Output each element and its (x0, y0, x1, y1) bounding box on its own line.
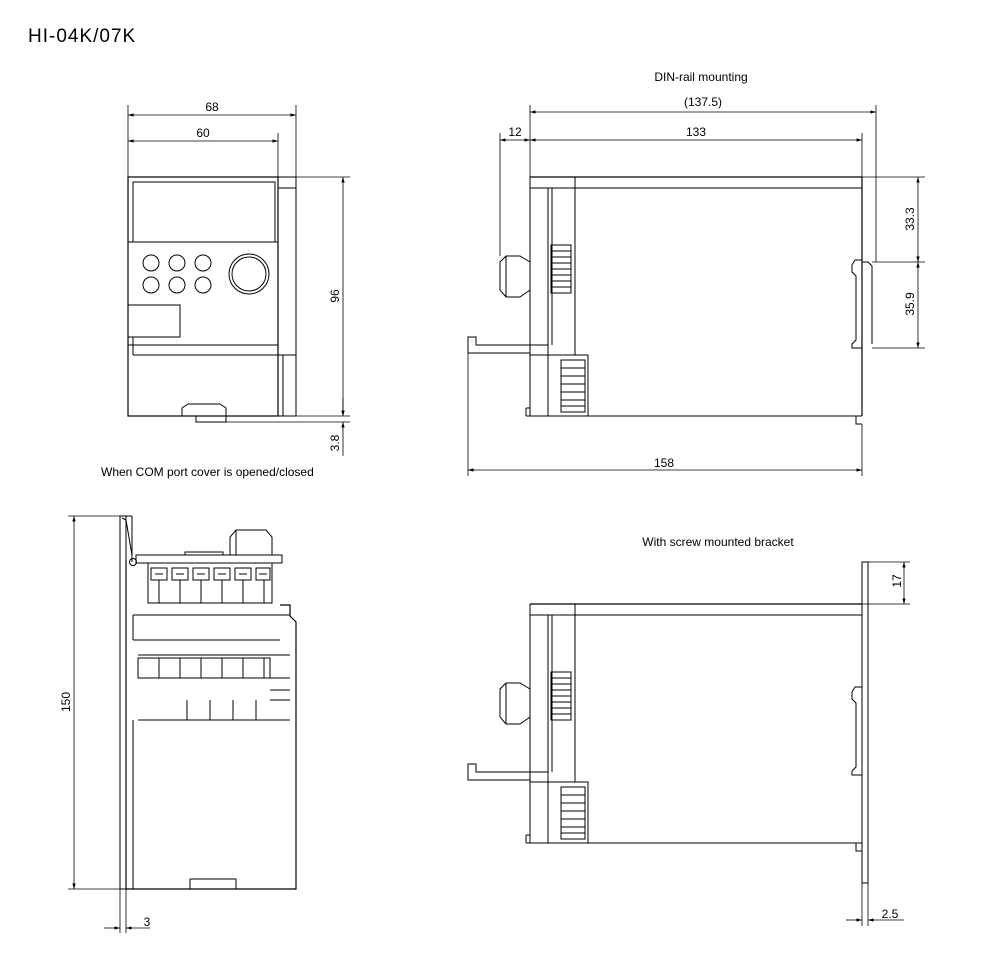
dim-din-upper: 33.3 (903, 207, 917, 231)
dim-side-depth: 133 (686, 125, 706, 139)
dim-side-knob: 12 (508, 125, 522, 139)
caption-screw-bracket: With screw mounted bracket (642, 535, 794, 549)
side-view-din-rail (467, 105, 925, 476)
dim-bracket-top: 17 (890, 574, 904, 588)
dim-front-width: 60 (196, 126, 210, 140)
caption-com-port: When COM port cover is opened/closed (101, 465, 314, 479)
side-view-screw-bracket (467, 561, 910, 926)
dim-bottom-height: 150 (59, 692, 73, 712)
dim-com-offset: 3.8 (328, 434, 342, 451)
dim-side-overall: 158 (654, 456, 674, 470)
dim-bottom-offset: 3 (144, 915, 151, 929)
bottom-view (68, 515, 297, 933)
dim-bracket-thickness: 2.5 (882, 907, 899, 921)
drawing-title: HI-04K/07K (28, 26, 136, 47)
dim-din-lower: 35.9 (903, 292, 917, 316)
caption-din-rail: DIN-rail mounting (654, 70, 747, 84)
front-view (127, 105, 350, 456)
dim-side-total: (137.5) (684, 95, 722, 109)
dim-front-width-total: 68 (205, 100, 219, 114)
dim-front-height: 96 (328, 289, 342, 303)
